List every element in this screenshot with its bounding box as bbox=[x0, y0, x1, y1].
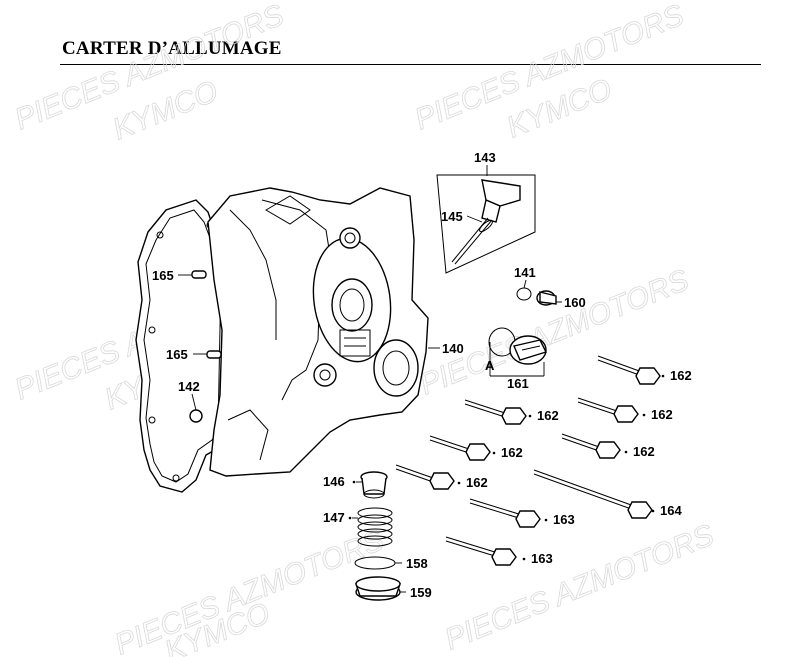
callout-labels: 143 145 141 160 165 165 140 142 A 161 16… bbox=[152, 150, 692, 600]
title-underline bbox=[60, 64, 761, 65]
callout-label: A bbox=[485, 358, 495, 373]
callout-label: 161 bbox=[507, 376, 529, 391]
callout-label: 163 bbox=[531, 551, 553, 566]
page-title: CARTER D’ALLUMAGE bbox=[62, 38, 282, 59]
callout-label: 162 bbox=[670, 368, 692, 383]
callout-label: 143 bbox=[474, 150, 496, 165]
drain-plug-drawing bbox=[516, 287, 557, 306]
callout-dots bbox=[348, 374, 665, 561]
callout-label: 164 bbox=[660, 503, 682, 518]
dipstick-drawing bbox=[436, 174, 536, 274]
callout-label: 165 bbox=[166, 347, 188, 362]
callout-label: 162 bbox=[466, 475, 488, 490]
bolts-drawing bbox=[395, 355, 661, 566]
leader-lines bbox=[178, 165, 562, 593]
callout-label: 146 bbox=[323, 474, 345, 489]
callout-label: 162 bbox=[501, 445, 523, 460]
callout-label: 162 bbox=[537, 408, 559, 423]
strainer-stack-drawing bbox=[354, 471, 401, 601]
dowel-pins-drawing bbox=[191, 270, 222, 359]
ignition-cover-drawing bbox=[189, 187, 429, 477]
callout-label: 140 bbox=[442, 341, 464, 356]
callout-label: 141 bbox=[514, 265, 536, 280]
callout-label: 162 bbox=[633, 444, 655, 459]
callout-label: 159 bbox=[410, 585, 432, 600]
callout-label: 158 bbox=[406, 556, 428, 571]
callout-label: 165 bbox=[152, 268, 174, 283]
filler-cap-drawing bbox=[488, 327, 547, 365]
callout-label: 145 bbox=[441, 209, 463, 224]
callout-label: 163 bbox=[553, 512, 575, 527]
callout-label: 142 bbox=[178, 379, 200, 394]
callout-label: 147 bbox=[323, 510, 345, 525]
watermark-text: PIECES AZMOTORS bbox=[440, 518, 718, 656]
callout-label: 160 bbox=[564, 295, 586, 310]
gasket-drawing bbox=[135, 199, 233, 493]
callout-label: 162 bbox=[651, 407, 673, 422]
